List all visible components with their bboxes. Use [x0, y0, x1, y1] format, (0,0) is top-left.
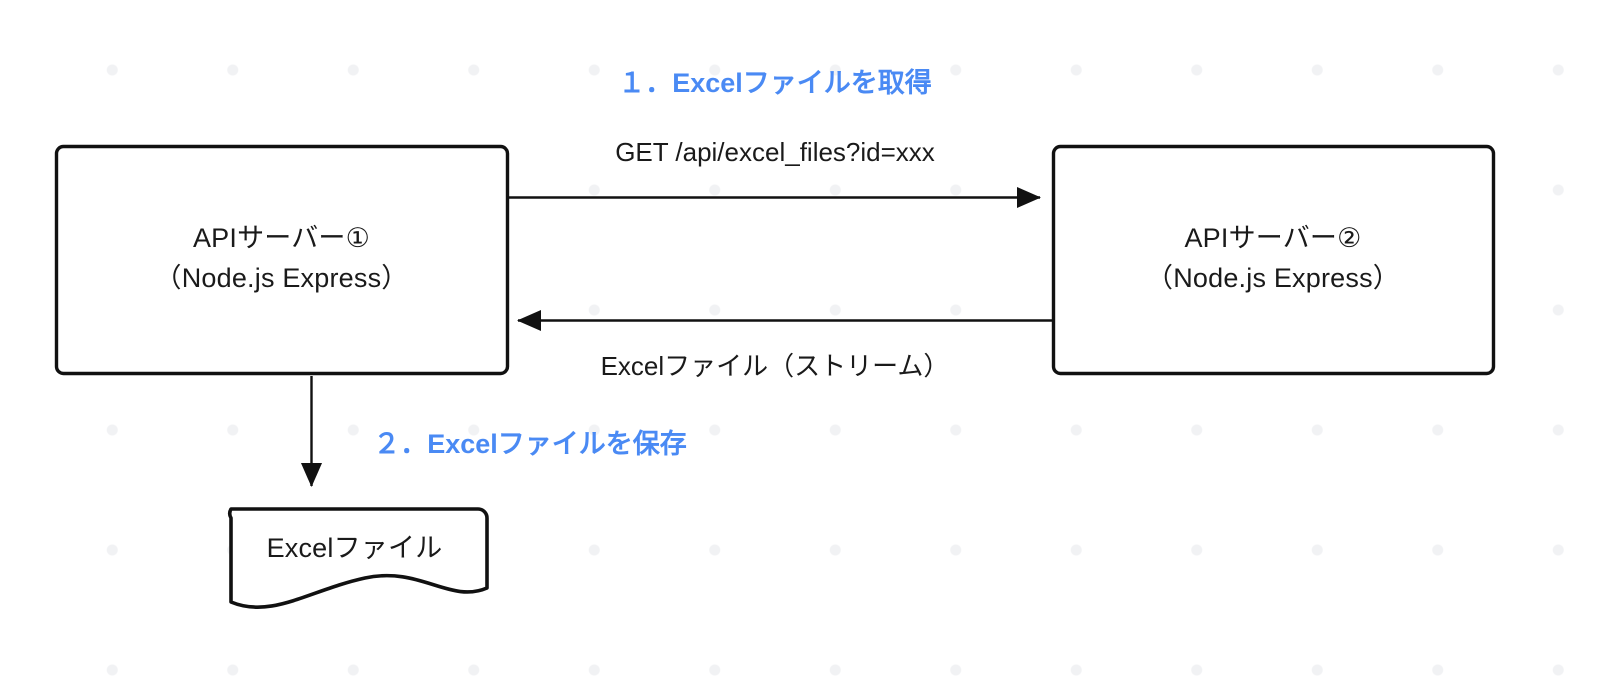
- node-api-server-2-line2: （Node.js Express）: [1146, 263, 1400, 293]
- node-api-server-1-line1: APIサーバー①: [192, 223, 371, 253]
- step-2-label: ２．Excelファイルを保存: [373, 429, 687, 459]
- edge-response-label: Excelファイル（ストリーム）: [600, 351, 950, 381]
- step-1-label: １．Excelファイルを取得: [618, 68, 932, 98]
- node-excel-document-label: Excelファイル: [222, 528, 487, 568]
- node-excel-document-line1: Excelファイル: [266, 533, 443, 563]
- node-api-server-1-label: APIサーバー① （Node.js Express）: [55, 218, 508, 298]
- node-api-server-1-line2: （Node.js Express）: [154, 263, 409, 293]
- node-api-server-2-label: APIサーバー② （Node.js Express）: [1052, 218, 1494, 298]
- node-api-server-2-line1: APIサーバー②: [1184, 223, 1362, 253]
- edge-request-label: GET /api/excel_files?id=xxx: [615, 137, 935, 167]
